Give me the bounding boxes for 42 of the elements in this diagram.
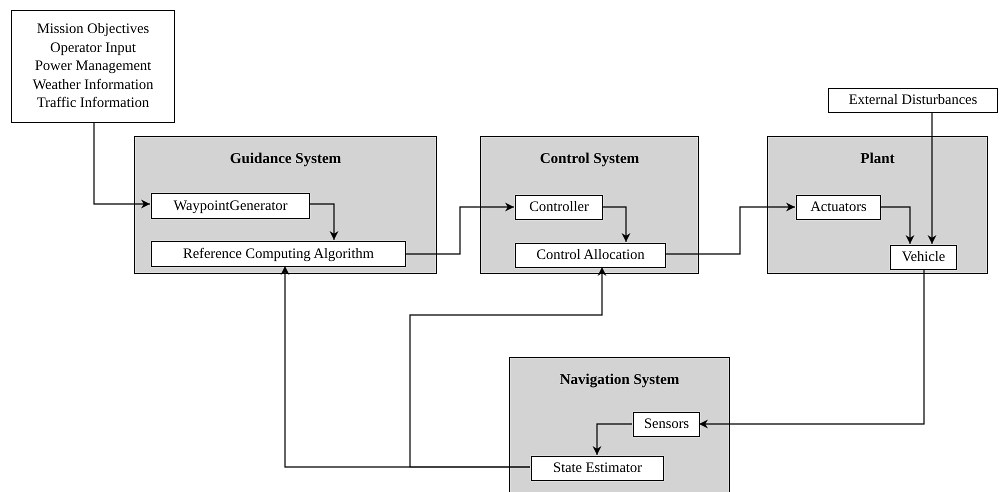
system-panel	[509, 357, 730, 492]
system-panel	[767, 136, 988, 274]
box-label: Power Management	[34, 57, 152, 76]
panel-title: Guidance System	[228, 151, 342, 168]
arrow	[928, 113, 936, 244]
arrow	[592, 423, 632, 455]
box-label: Controller	[529, 198, 589, 217]
system-panel	[134, 136, 437, 274]
box-label: Mission Objectives	[36, 20, 150, 39]
panel-title: Plant	[859, 151, 896, 168]
box-label: Actuators	[810, 198, 867, 217]
process-box	[890, 245, 957, 270]
process-box	[151, 241, 406, 267]
process-box	[531, 456, 664, 481]
process-box	[828, 88, 998, 113]
system-panel	[480, 136, 699, 274]
process-box	[796, 195, 881, 220]
box-label: Sensors	[644, 415, 690, 434]
box-label: Reference Computing Algorithm	[183, 244, 374, 264]
arrow	[405, 202, 514, 255]
panel-title: Control System	[538, 151, 640, 168]
process-box	[633, 412, 700, 437]
arrow	[602, 206, 630, 242]
box-label: Control Allocation	[536, 246, 645, 265]
process-box	[515, 195, 603, 220]
box-label: Traffic Information	[36, 94, 150, 113]
arrow	[665, 202, 795, 255]
panel-title: Navigation System	[558, 372, 680, 389]
arrow	[309, 203, 338, 240]
process-box	[515, 243, 666, 268]
box-label: Weather Information	[32, 76, 154, 94]
arrow	[409, 267, 606, 468]
box-label: State Estimator	[553, 459, 642, 478]
box-label: Operator Input	[50, 38, 136, 58]
arrow	[93, 123, 150, 208]
process-box	[151, 193, 310, 219]
arrow	[699, 269, 925, 428]
arrow	[880, 206, 914, 244]
process-box	[11, 10, 175, 123]
box-label: Vehicle	[902, 248, 946, 267]
box-label: WaypointGenerator	[174, 196, 288, 216]
box-label: External Disturbances	[848, 91, 978, 110]
